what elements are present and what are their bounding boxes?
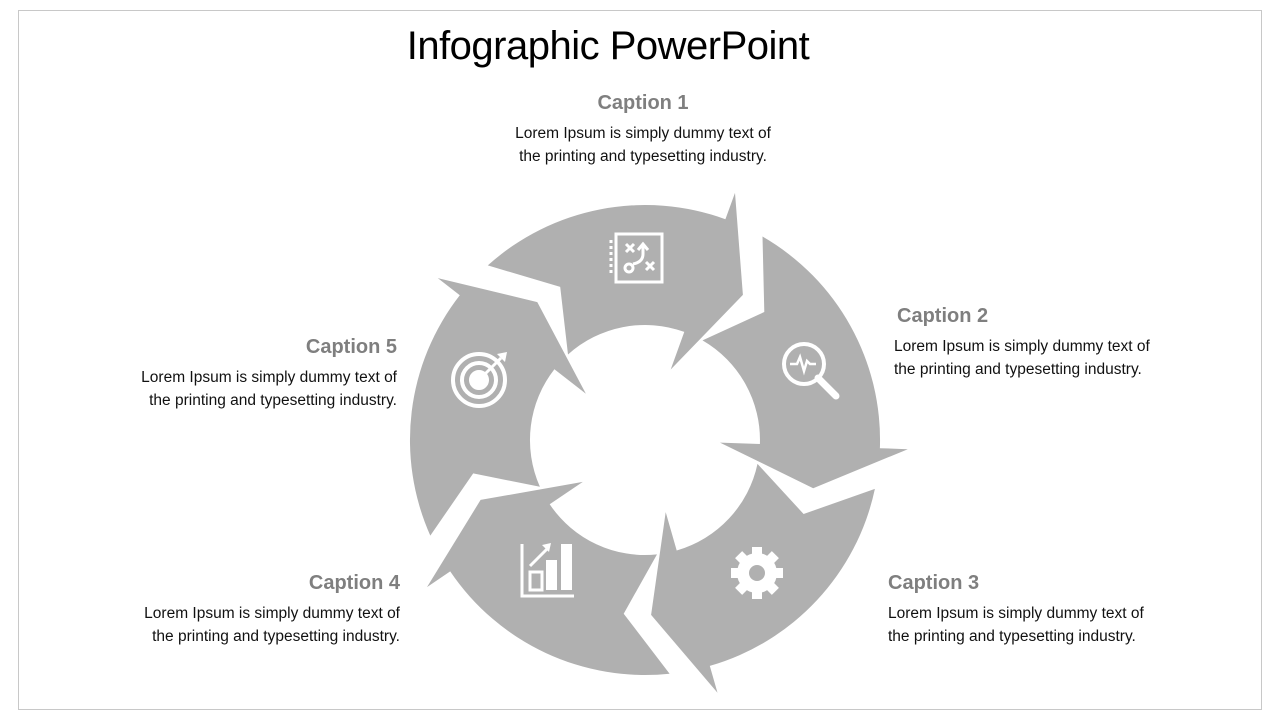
caption-5-line-1: Lorem Ipsum is simply dummy text of xyxy=(141,369,397,386)
caption-5: Caption 5 xyxy=(305,336,397,358)
step-4-text: Caption 4 Lorem Ipsum is simply dummy te… xyxy=(80,572,400,648)
cycle-arrow-5 xyxy=(409,278,586,536)
caption-4-line-1: Lorem Ipsum is simply dummy text of xyxy=(144,605,400,622)
caption-4-line-2: the printing and typesetting industry. xyxy=(152,628,400,645)
caption-4: Caption 4 xyxy=(308,572,400,594)
target-icon xyxy=(451,352,507,408)
magnifier-analytics-icon xyxy=(782,342,840,400)
caption-2-line-2: the printing and typesetting industry. xyxy=(894,361,1142,378)
strategy-board-icon xyxy=(609,232,664,284)
bar-chart-growth-icon xyxy=(520,543,574,598)
slide-frame xyxy=(18,10,1262,710)
caption-3-line-1: Lorem Ipsum is simply dummy text of xyxy=(888,605,1144,622)
caption-1-line-2: the printing and typesetting industry. xyxy=(519,148,767,165)
cycle-arrow-2 xyxy=(702,236,908,489)
step-2-text: Caption 2 Lorem Ipsum is simply dummy te… xyxy=(894,305,1214,381)
caption-1-line-1: Lorem Ipsum is simply dummy text of xyxy=(515,125,771,142)
caption-3-line-2: the printing and typesetting industry. xyxy=(888,628,1136,645)
step-1-text: Caption 1 Lorem Ipsum is simply dummy te… xyxy=(483,92,803,168)
caption-1: Caption 1 xyxy=(597,92,689,114)
caption-3: Caption 3 xyxy=(888,572,980,594)
slide-title: Infographic PowerPoint xyxy=(406,24,810,68)
step-3-text: Caption 3 Lorem Ipsum is simply dummy te… xyxy=(888,572,1208,648)
caption-5-line-2: the printing and typesetting industry. xyxy=(149,392,397,409)
caption-2-line-1: Lorem Ipsum is simply dummy text of xyxy=(894,338,1150,355)
step-5-text: Caption 5 Lorem Ipsum is simply dummy te… xyxy=(77,336,397,412)
caption-2: Caption 2 xyxy=(897,305,989,327)
gear-icon xyxy=(731,547,783,599)
